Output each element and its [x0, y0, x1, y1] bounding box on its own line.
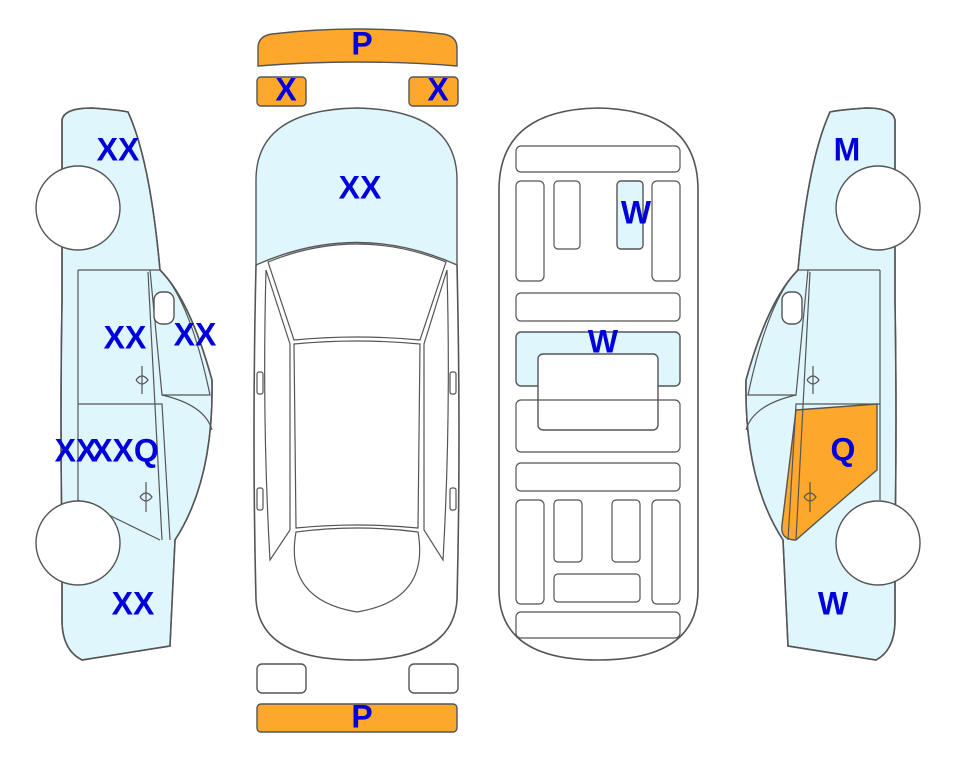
left-front-handle-icon	[135, 366, 149, 394]
left-rear-handle-outline	[256, 487, 264, 511]
right-pillar-line	[795, 271, 811, 541]
mid-bar-outline	[515, 292, 681, 322]
dashboard-outline	[515, 145, 681, 173]
rear-left-light-panel[interactable]	[256, 663, 307, 694]
roof-center-label: W	[588, 323, 619, 359]
rear-bumper-label: P	[351, 698, 372, 734]
left-rear-door-label: XXQ	[91, 432, 159, 468]
trunk-bar-outline	[515, 611, 681, 639]
rear-window-outline	[293, 527, 421, 613]
front-left-light-label: X	[275, 71, 297, 107]
right-side-window-outline	[423, 269, 449, 562]
front-left-seat-outline	[515, 180, 545, 282]
left-front-wheel	[35, 165, 121, 251]
rear-console-outline	[553, 573, 641, 603]
left-mirror-outline	[256, 371, 264, 395]
car-interior-view: W W	[498, 107, 699, 661]
right-front-handle-icon	[806, 366, 820, 394]
front-console-label: W	[621, 194, 652, 230]
left-pillar-line	[147, 271, 163, 541]
front-right-light-label: X	[427, 71, 449, 107]
right-front-fender-label: M	[834, 131, 861, 167]
right-side-mirror-outline	[781, 291, 803, 325]
right-mirror-outline	[449, 371, 457, 395]
right-front-wheel	[835, 165, 921, 251]
front-bumper-panel[interactable]	[257, 28, 458, 67]
left-window-outline	[78, 269, 211, 396]
left-rear-window-curve	[161, 394, 213, 431]
left-front-fender-label: XX	[97, 131, 140, 167]
rear-bar-1-outline	[515, 399, 681, 453]
front-left-light-panel[interactable]	[256, 76, 307, 107]
front-right-seat-outline	[651, 180, 681, 282]
right-rear-wheel	[835, 500, 921, 586]
front-right-light-panel[interactable]	[408, 76, 459, 107]
left-front-door-label: XX	[104, 319, 147, 355]
car-top-view: XX	[253, 107, 460, 661]
front-bumper-group: P X X	[256, 25, 459, 107]
rear-right-seat-outline	[651, 499, 681, 605]
front-console-panel[interactable]	[616, 180, 644, 250]
right-rear-handle-icon	[803, 482, 817, 512]
front-bumper-label: P	[351, 25, 372, 61]
right-rear-door-panel[interactable]	[781, 403, 878, 541]
rear-bar-2-outline	[515, 462, 681, 492]
right-rear-quarter-label: W	[818, 585, 849, 621]
left-rear-quarter-label: XX	[112, 585, 155, 621]
right-rear-window-curve	[745, 394, 797, 431]
left-rocker-label: XX	[55, 432, 98, 468]
rear-right-light-panel[interactable]	[408, 663, 459, 694]
right-door-line	[787, 403, 880, 541]
right-window-outline	[747, 269, 880, 396]
rear-left-seat-outline	[515, 499, 545, 605]
hood-label: XX	[339, 169, 382, 205]
roof-outline	[293, 340, 421, 529]
right-rear-door-label: Q	[831, 431, 856, 467]
left-rear-handle-icon	[139, 482, 153, 512]
interior-body-outline	[498, 107, 699, 661]
right-rear-handle-outline	[449, 487, 457, 511]
left-rocker-line	[77, 270, 161, 541]
car-right-side-view: M Q W	[745, 107, 921, 661]
car-left-side-view: XX XX XX XX XXQ XX	[35, 107, 217, 661]
windshield-outline	[267, 243, 447, 341]
left-door-line	[78, 403, 171, 541]
left-a-pillar-label: XX	[174, 316, 217, 352]
car-top-body-outline	[253, 264, 460, 661]
rear-bumper-group: P	[256, 663, 459, 734]
rear-seat-center-right-outline	[611, 499, 641, 563]
hood-panel[interactable]	[255, 107, 458, 267]
sunroof-outline	[537, 353, 659, 431]
steering-area-outline	[553, 180, 581, 250]
rear-seat-center-left-outline	[553, 499, 583, 563]
left-side-window-outline	[264, 269, 291, 562]
left-rear-wheel	[35, 500, 121, 586]
rear-bumper-panel[interactable]	[256, 703, 458, 733]
left-side-mirror-outline	[153, 291, 175, 325]
